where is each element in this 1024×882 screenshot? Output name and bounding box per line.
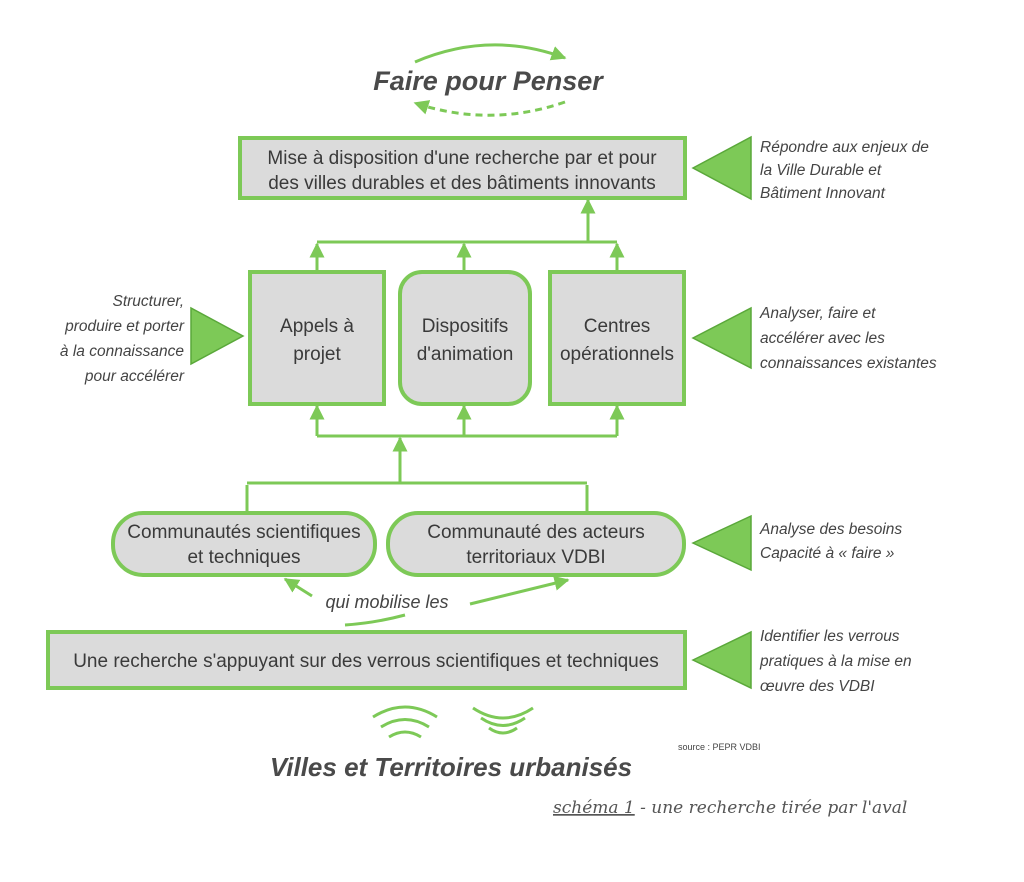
- svg-text:connaissances existantes: connaissances existantes: [760, 355, 937, 372]
- mobilise-arrow-right: [469, 575, 570, 606]
- figure-caption: schéma 1 - une recherche tirée par l'ava…: [553, 798, 907, 818]
- svg-text:la Ville Durable et: la Ville Durable et: [760, 162, 882, 179]
- svg-text:Identifier les verrous: Identifier les verrous: [760, 628, 900, 645]
- pointer-triangle-top-right: [691, 135, 752, 201]
- cycle-arrow-solid: [414, 43, 567, 64]
- note-left-middle: Structurer, produire et porter à la conn…: [60, 293, 185, 385]
- svg-text:pratiques à la mise en: pratiques à la mise en: [759, 653, 912, 670]
- cycle-arrow-dashed: [413, 100, 566, 117]
- bottom-box-label: Une recherche s'appuyant sur des verrous…: [73, 651, 659, 672]
- community-scientific-line2: et techniques: [187, 547, 300, 568]
- svg-text:Analyser, faire et: Analyser, faire et: [759, 305, 876, 322]
- centres-line1: Centres: [584, 316, 651, 337]
- title-faire-pour-penser: Faire pour Penser: [373, 66, 604, 96]
- centres-line2: opérationnels: [560, 344, 674, 365]
- box-appels-a-projet: [248, 270, 386, 406]
- dispositifs-line1: Dispositifs: [422, 316, 509, 337]
- dispositifs-line2: d'animation: [417, 344, 514, 365]
- top-box: [238, 136, 687, 200]
- community-territorial-line1: Communauté des acteurs: [427, 522, 645, 543]
- note-right-top: Répondre aux enjeux de la Ville Durable …: [760, 139, 929, 202]
- community-scientific: [111, 511, 377, 577]
- svg-text:Structurer,: Structurer,: [113, 293, 185, 310]
- mobilise-arrow-left: [283, 577, 313, 598]
- caption-text: - une recherche tirée par l'aval: [635, 798, 908, 818]
- mobilise-swoosh: [344, 613, 406, 627]
- pointer-triangle-middle-right: [691, 306, 752, 370]
- title-villes-territoires: Villes et Territoires urbanisés: [270, 752, 632, 782]
- bottom-box: [46, 630, 687, 690]
- caption-number: schéma 1: [553, 798, 635, 818]
- note-right-middle: Analyser, faire et accélérer avec les co…: [759, 305, 937, 372]
- mobilise-label: qui mobilise les: [325, 592, 448, 612]
- pointer-triangle-left: [190, 306, 245, 366]
- svg-text:Analyse des besoins: Analyse des besoins: [759, 521, 902, 538]
- pointer-triangle-bottom-right: [691, 630, 752, 690]
- top-box-line2: des villes durables et des bâtiments inn…: [268, 173, 656, 194]
- svg-text:Bâtiment Innovant: Bâtiment Innovant: [760, 185, 886, 202]
- svg-text:produire et porter: produire et porter: [64, 318, 185, 335]
- top-box-line1: Mise à disposition d'une recherche par e…: [267, 148, 657, 169]
- pointer-triangle-communities-right: [691, 514, 752, 572]
- community-territorial-line2: territoriaux VDBI: [466, 547, 605, 568]
- community-scientific-line1: Communautés scientifiques: [127, 522, 360, 543]
- note-right-bottom: Identifier les verrous pratiques à la mi…: [759, 628, 912, 695]
- svg-text:Répondre aux enjeux de: Répondre aux enjeux de: [760, 139, 929, 156]
- community-territorial: [386, 511, 686, 577]
- box-centres-operationnels: [548, 270, 686, 406]
- note-right-communities: Analyse des besoins Capacité à « faire »: [759, 521, 902, 562]
- svg-text:Capacité à « faire »: Capacité à « faire »: [760, 545, 895, 562]
- box-dispositifs-animation: [398, 270, 532, 406]
- appels-line2: projet: [293, 344, 341, 365]
- source-note: source : PEPR VDBI: [678, 742, 761, 752]
- wave-icon-left: [372, 705, 438, 739]
- svg-text:à la connaissance: à la connaissance: [60, 343, 184, 360]
- appels-line1: Appels à: [280, 316, 354, 337]
- svg-text:pour accélérer: pour accélérer: [84, 368, 185, 385]
- wave-icon-right: [472, 706, 534, 735]
- svg-text:œuvre des VDBI: œuvre des VDBI: [760, 678, 875, 695]
- svg-text:accélérer avec les: accélérer avec les: [760, 330, 885, 347]
